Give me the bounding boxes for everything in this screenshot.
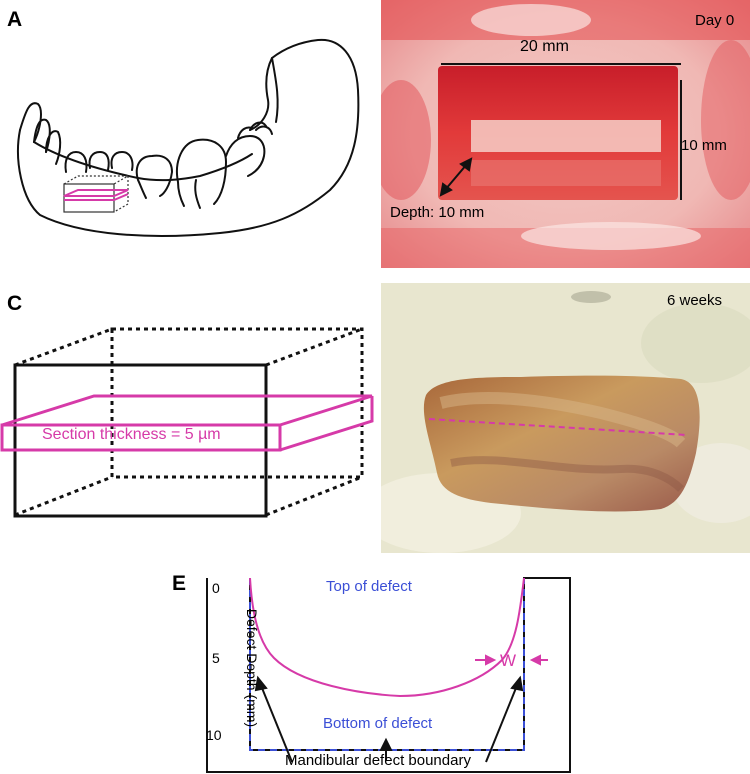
tooth-molar-1 <box>135 154 173 199</box>
panel-c-section-diagram <box>0 327 374 518</box>
arrow-right <box>485 687 517 763</box>
panel-d-healed-defect <box>423 375 700 512</box>
bottom-of-defect-label: Bottom of defect <box>323 715 433 732</box>
front-face <box>13 363 268 518</box>
w-arrows <box>475 654 548 666</box>
depth-label: Depth: 10 mm <box>390 204 485 221</box>
defect-boundary <box>249 578 525 751</box>
healing-curve <box>249 577 525 698</box>
mandibular-boundary-label: Mandibular defect boundary <box>285 752 471 769</box>
arrow-left <box>261 687 293 763</box>
time-label: 6 weeks <box>667 292 723 309</box>
panel-c-letter: C <box>7 292 23 315</box>
tooth-premolar-1 <box>64 151 88 173</box>
tooth-molar-2 <box>176 138 227 209</box>
back-face <box>110 327 364 479</box>
ytick-5: 5 <box>212 650 220 666</box>
w-label: W <box>500 651 517 670</box>
panel-b-photo-day0: Day 0 20 mm 10 mm Depth: 10 mm <box>381 0 750 268</box>
section-slab <box>0 394 374 452</box>
mandible-outline <box>17 38 360 237</box>
ytick-10: 10 <box>206 727 222 743</box>
top-of-defect-label: Top of defect <box>326 578 412 595</box>
tooth-molar-3 <box>225 135 266 177</box>
day-label: Day 0 <box>695 12 735 29</box>
panel-e-depth-schematic <box>206 577 571 773</box>
panel-a-defect-box <box>63 175 131 213</box>
panel-a-letter: A <box>7 8 23 31</box>
tooth-incisor-1 <box>19 102 42 143</box>
y-axis-label: Defect Depth (mm) <box>244 608 260 728</box>
section-thickness-label: Section thickness = 5 µm <box>42 426 221 443</box>
tooth-premolar-3 <box>110 151 134 171</box>
width-label: 20 mm <box>520 38 569 55</box>
tooth-premolar-2 <box>88 151 110 171</box>
depth-arrow <box>439 157 473 197</box>
height-label: 10 mm <box>681 137 727 154</box>
panel-d-photo-6weeks: 6 weeks <box>381 283 750 553</box>
ytick-0: 0 <box>212 580 220 596</box>
panel-a-mandible-drawing <box>17 38 360 237</box>
panel-e-letter: E <box>172 572 187 595</box>
tooth-incisor-2 <box>33 118 51 153</box>
section-cut-line <box>428 418 688 436</box>
